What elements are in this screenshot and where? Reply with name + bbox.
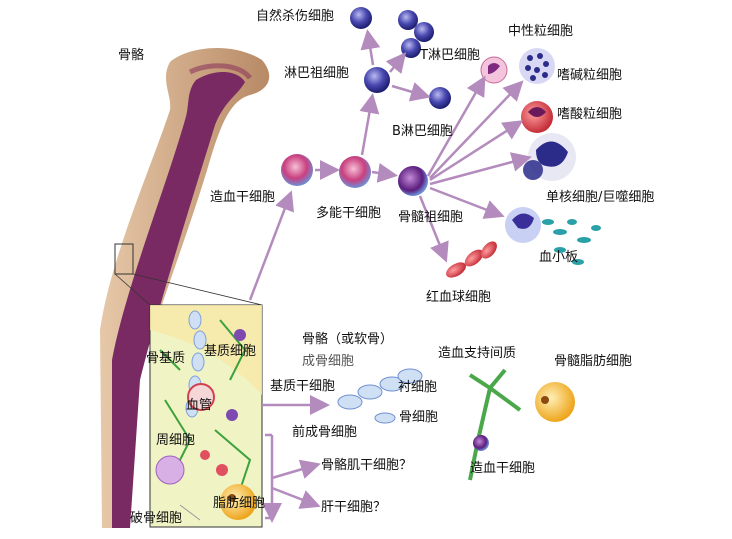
multipotent-image [339, 156, 371, 188]
label-monocyte-macrophage: 单核细胞/巨噬细胞 [546, 190, 655, 205]
magnify-marker [114, 243, 134, 275]
label-osteoblast: 成骨细胞 [302, 354, 355, 369]
label-t-cell: T淋巴细胞 [420, 48, 480, 63]
marrow-adipocyte-image [535, 382, 575, 422]
label-hematopoietic-support: 造血支持间质 [438, 346, 517, 361]
label-stromal-cell: 基质细胞 [204, 344, 257, 359]
label-bone-matrix: 骨基质 [146, 351, 186, 366]
label-blood-vessel: 血管 [186, 398, 213, 413]
b-cell-image [429, 87, 451, 109]
label-bone-or-cartilage: 骨骼（或软骨） [302, 332, 394, 347]
hsc-image [281, 154, 313, 186]
label-pericyte: 周细胞 [156, 433, 196, 448]
label-eosinophil: 嗜酸粒细胞 [557, 107, 623, 122]
label-multipotent: 多能干细胞 [316, 206, 382, 221]
bone-illustration [100, 47, 270, 528]
arrows [248, 29, 532, 523]
label-adipocyte: 脂肪细胞 [213, 496, 266, 511]
myeloid-progenitor-image [398, 166, 428, 196]
label-bone: 骨骼 [118, 48, 145, 63]
basophil-image [519, 48, 555, 84]
label-hsc-secondary: 造血干细胞 [470, 461, 536, 476]
label-stromal-stem: 基质干细胞 [270, 379, 336, 394]
label-hsc: 造血干细胞 [210, 190, 276, 205]
label-marrow-adipocyte: 骨髓脂肪细胞 [554, 354, 633, 369]
lymphoid-progenitor-image [364, 67, 390, 93]
label-rbc: 红血球细胞 [426, 290, 492, 305]
label-lymphoid-progenitor: 淋巴祖细胞 [284, 66, 350, 81]
label-basophil: 嗜碱粒细胞 [557, 68, 623, 83]
label-platelet: 血小板 [539, 250, 579, 265]
nk-cell-image [350, 7, 372, 29]
platelet-image [542, 219, 601, 265]
label-lining-cell: 衬细胞 [398, 380, 438, 395]
label-skeletal-muscle-stem: 骨骼肌干细胞？ [321, 458, 413, 473]
label-osteocyte: 骨细胞 [399, 410, 439, 425]
cell-images [281, 7, 601, 481]
label-pre-osteoblast: 前成骨细胞 [292, 425, 358, 440]
label-neutrophil: 中性粒细胞 [508, 24, 574, 39]
label-osteoclast: 破骨细胞 [130, 511, 183, 526]
rbc-image [446, 241, 497, 278]
label-b-cell: B淋巴细胞 [392, 124, 453, 139]
t-cell-image [401, 38, 421, 58]
label-myeloid-progenitor: 骨髓祖细胞 [398, 210, 464, 225]
label-nk-cell: 自然杀伤细胞 [256, 9, 335, 24]
label-liver-stem: 肝干细胞？ [321, 500, 387, 515]
osteo-lineage-image [337, 368, 423, 424]
marrow-detail-panel [149, 304, 263, 528]
